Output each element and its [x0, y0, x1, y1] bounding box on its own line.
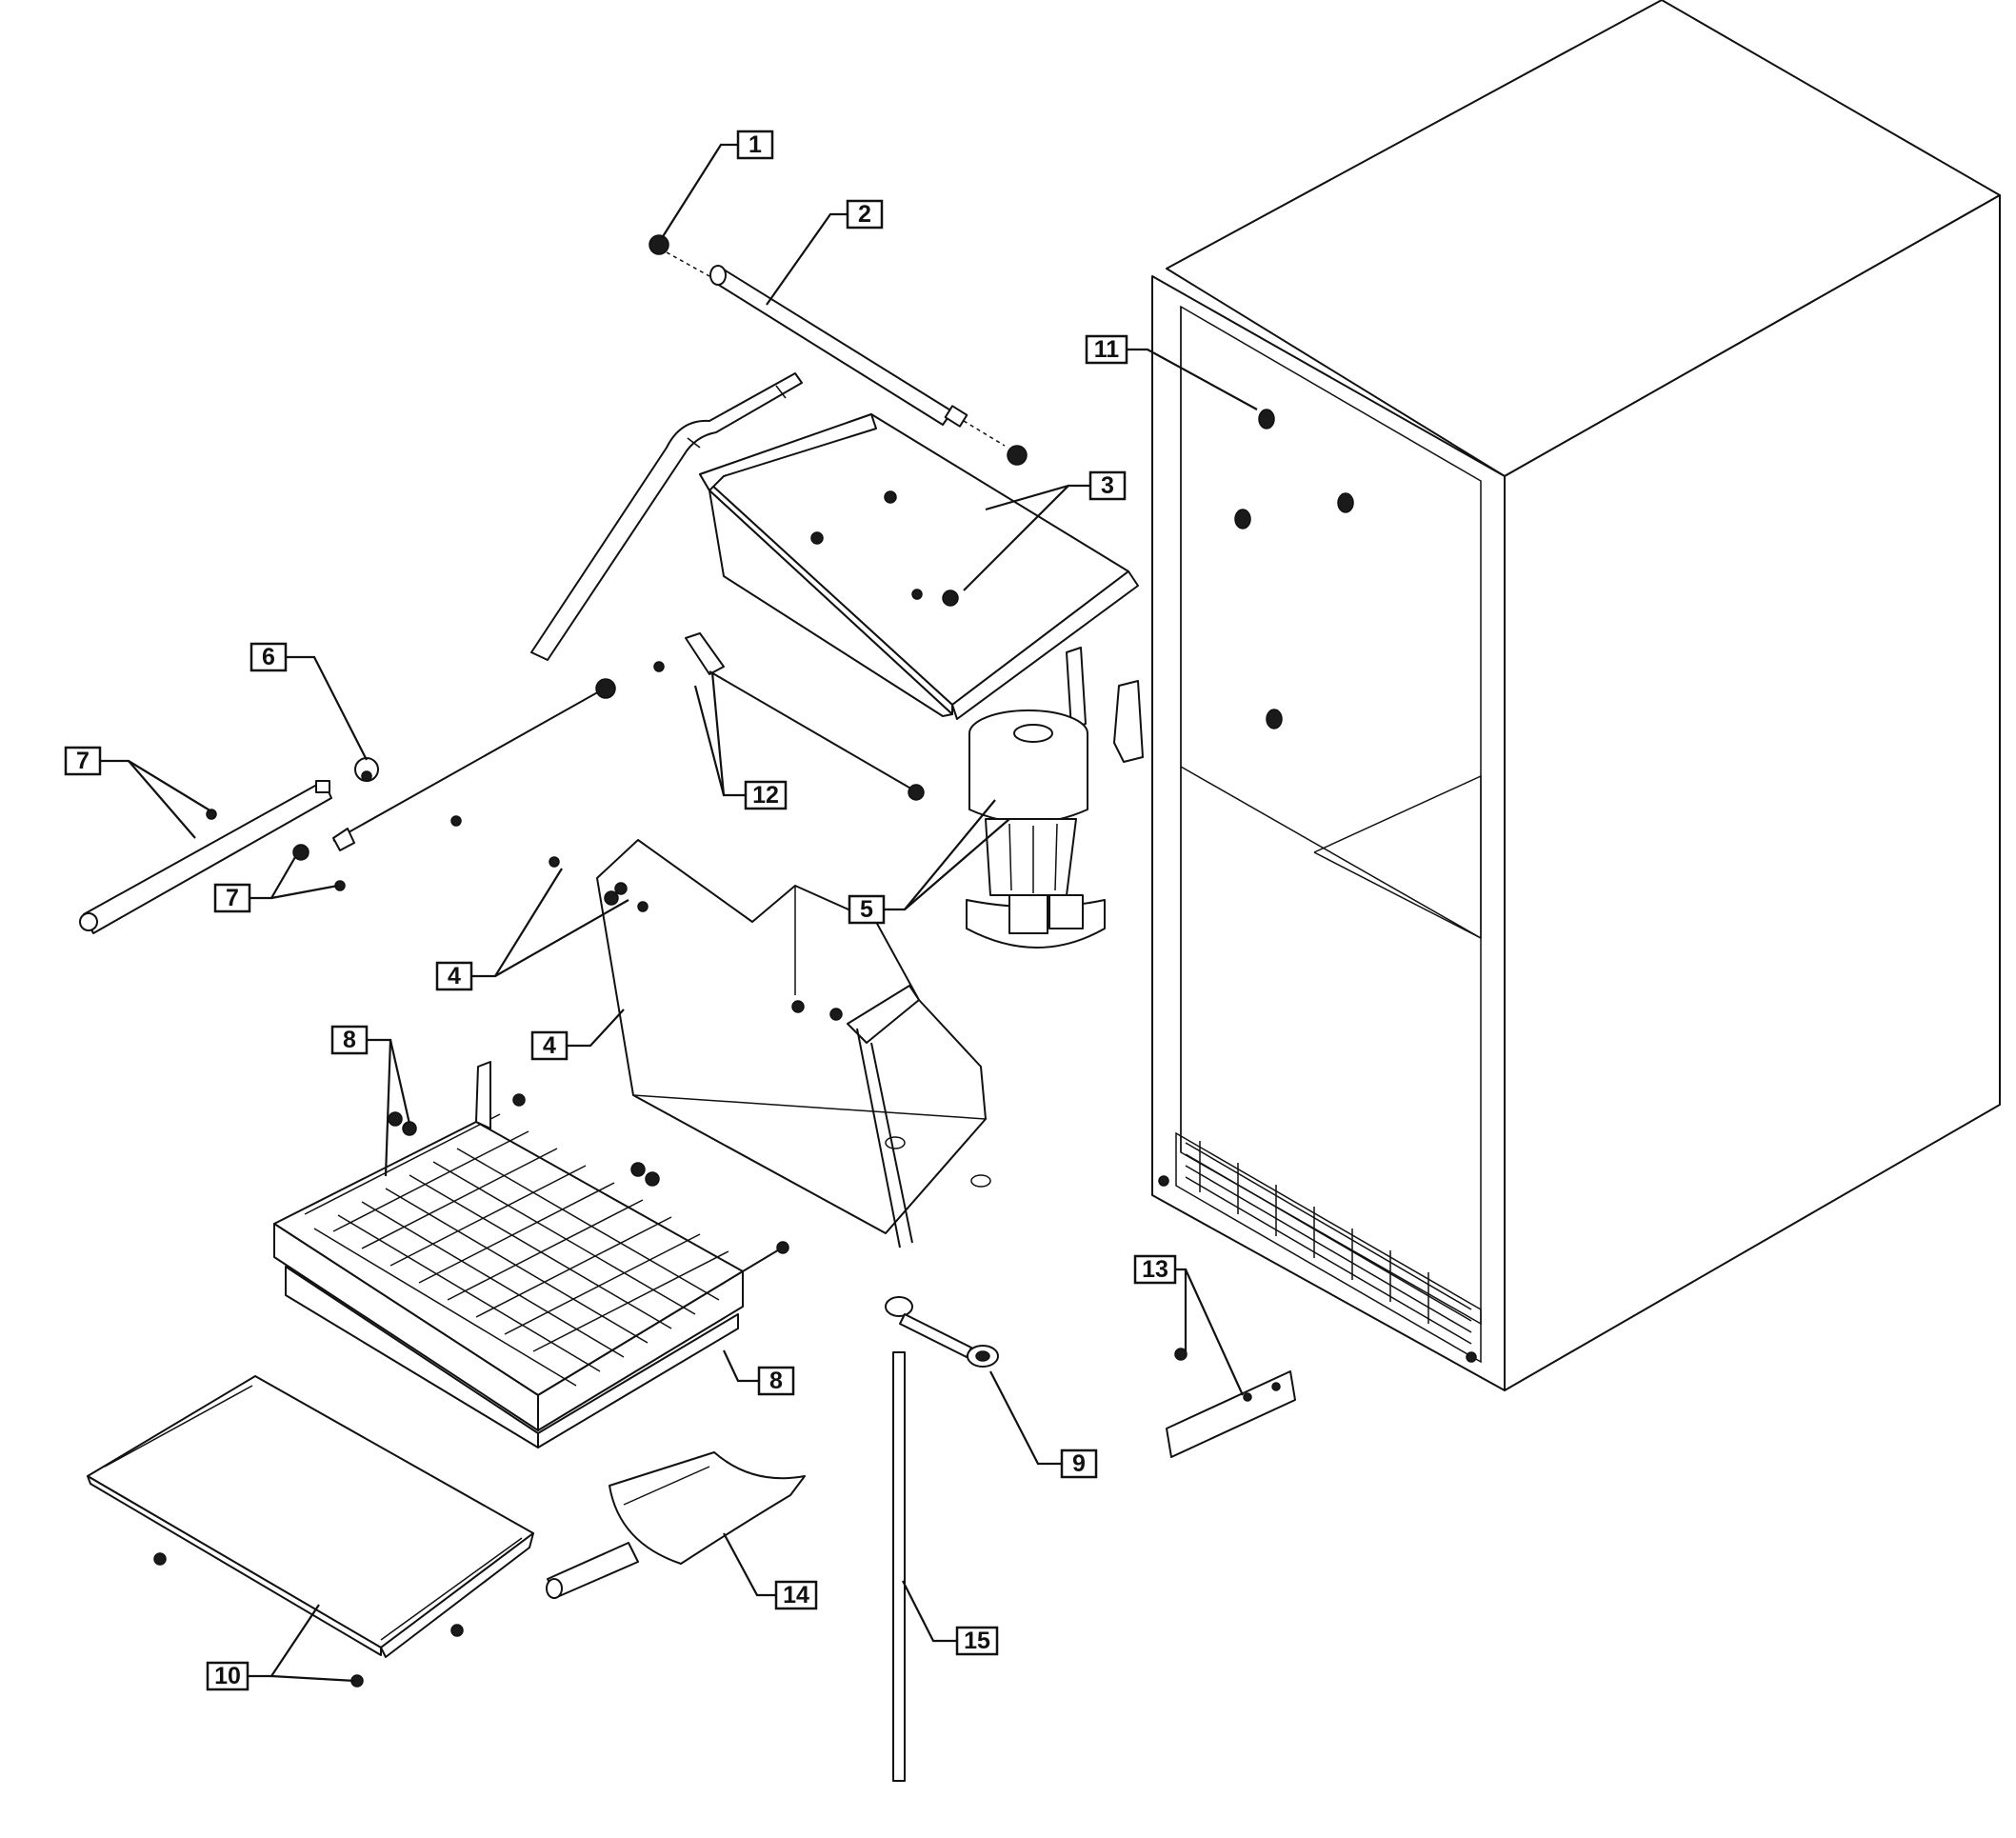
callout-8-lower: 8: [757, 1366, 795, 1396]
callout-6: 6: [250, 642, 288, 672]
callout-9-label: 9: [1072, 1450, 1086, 1477]
part-1-nut: [649, 234, 710, 277]
callout-15-label: 15: [964, 1628, 990, 1654]
callout-4-upper-label: 4: [448, 963, 461, 989]
callout-11: 11: [1085, 334, 1128, 365]
callout-15: 15: [955, 1626, 999, 1656]
callout-2: 2: [846, 199, 884, 230]
cabinet-vent-grille: [1175, 1131, 1482, 1364]
callout-5: 5: [848, 894, 886, 925]
callout-2-label: 2: [858, 201, 871, 228]
callout-12-label: 12: [752, 782, 779, 809]
callout-12: 12: [744, 780, 788, 810]
callout-9: 9: [1060, 1448, 1098, 1479]
part-2-tube: [709, 265, 1028, 466]
callout-8-upper: 8: [330, 1025, 369, 1055]
cabinet: [1151, 0, 2001, 1391]
callout-10-label: 10: [214, 1663, 241, 1689]
callout-7-lower-label: 7: [226, 885, 239, 911]
part-5-pump: [966, 647, 1144, 949]
callout-7-upper-label: 7: [76, 748, 90, 774]
callout-14-label: 14: [783, 1582, 809, 1608]
basket-grid: [304, 1113, 729, 1387]
callout-10: 10: [206, 1661, 250, 1691]
part-14-scoop: [546, 1451, 806, 1599]
callout-1-label: 1: [749, 131, 762, 158]
part-4-bin: [549, 839, 991, 1249]
callout-14: 14: [774, 1580, 818, 1610]
callout-6-label: 6: [262, 644, 275, 670]
part-12-rod: [653, 632, 925, 801]
callout-13-label: 13: [1142, 1256, 1168, 1283]
leader-lines: [100, 143, 1258, 1683]
callout-4-upper: 4: [435, 961, 473, 991]
callout-3-label: 3: [1101, 472, 1114, 499]
callout-11-label: 11: [1094, 336, 1120, 363]
callout-1: 1: [736, 130, 774, 160]
part-10-panel: [87, 1375, 534, 1688]
part-8-basket: [273, 1061, 789, 1448]
callout-5-label: 5: [860, 896, 873, 923]
part-9-fitting: [885, 1296, 999, 1368]
callout-3: 3: [1088, 470, 1127, 501]
callout-4-lower-label: 4: [543, 1032, 556, 1059]
callout-8-upper-label: 8: [343, 1027, 356, 1053]
part-13-bracket: [1166, 1348, 1296, 1458]
part-7-arm: [79, 780, 346, 934]
part-6-rod-assembly: [332, 678, 616, 851]
callout-4-lower: 4: [530, 1030, 569, 1061]
water-tube: [530, 372, 803, 661]
part-15-rod: [892, 1351, 906, 1782]
part-3-tray: [699, 413, 1139, 720]
callout-7-lower: 7: [213, 883, 251, 913]
callout-8-lower-label: 8: [769, 1368, 783, 1394]
callout-7-upper: 7: [64, 746, 102, 776]
callout-13: 13: [1133, 1254, 1177, 1285]
